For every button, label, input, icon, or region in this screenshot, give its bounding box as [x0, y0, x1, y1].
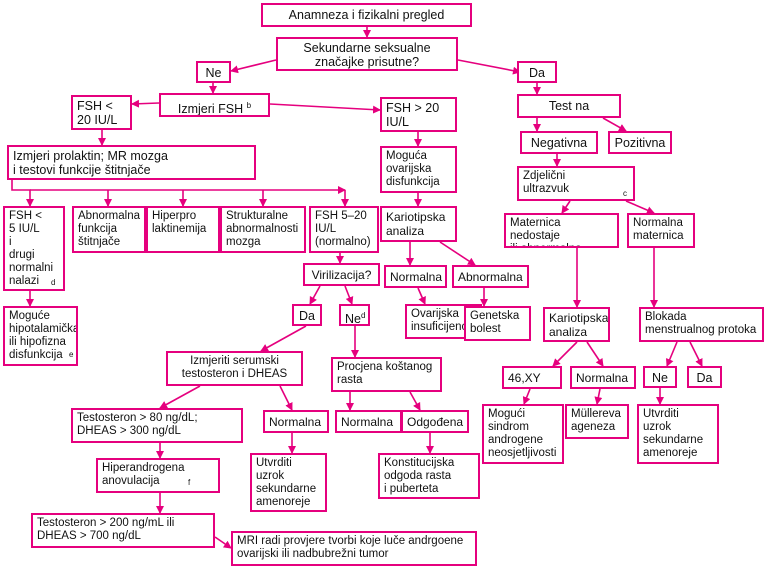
footnote: e — [69, 350, 74, 359]
node-izmjeriti-testosteron: Izmjeriti serumski testosteron i DHEAS — [166, 351, 303, 386]
node-izmjeri-prolaktin: Izmjeri prolaktin; MR mozga i testovi fu… — [7, 145, 256, 180]
node-anamneza: Anamneza i fizikalni pregled — [261, 3, 472, 27]
node-normalna-k2: Normalna — [570, 366, 636, 389]
node-sekundarne-znacajke: Sekundarne seksualne značajke prisutne? — [276, 37, 458, 71]
connector-arrow-48 — [214, 536, 232, 549]
label: Zdjelični ultrazvuk — [523, 170, 570, 195]
node-moguca-hipotalamicka: Moguće hipotalamička ili hipofizna disfu… — [3, 306, 78, 366]
label: Hiperandrogena anovulacija — [102, 462, 185, 487]
node-46xy: 46,XY — [502, 366, 562, 389]
footnote: b — [246, 101, 252, 110]
node-fsh-5-20: FSH 5–20 IU/L (normalno) — [309, 206, 379, 253]
node-mullereva-ageneza: Müllereva ageneza — [565, 404, 629, 439]
label: FSH < 5 IU/L i drugi normalni nalazi — [9, 210, 54, 287]
node-kariotipska-2: Kariotipska analiza — [543, 307, 610, 342]
label: Ne — [345, 312, 361, 326]
node-kariotipska-1: Kariotipska analiza — [380, 206, 457, 242]
footnote: d — [360, 311, 366, 320]
connector-arrow-41 — [522, 388, 531, 405]
connector-arrow-12 — [11, 180, 34, 207]
node-abnormalna-funkcija: Abnormalna funkcija štitnjače — [72, 206, 146, 253]
connector-arrow-35 — [666, 341, 678, 367]
connector-arrow-26 — [344, 285, 354, 305]
node-abnormalna-k1: Abnormalna — [452, 265, 529, 288]
node-pozitivna: Pozitivna — [608, 131, 672, 154]
connector-arrow-10 — [602, 117, 627, 132]
node-normalna-maternica: Normalna maternica — [627, 213, 695, 248]
node-procjena-rasta: Procjena koštanog rasta — [331, 357, 442, 392]
node-strukturalne: Strukturalne abnormalnosti mozga — [220, 206, 306, 253]
node-testosteron-200: Testosteron > 200 ng/mL ili DHEAS > 700 … — [31, 513, 215, 548]
connector-arrow-1 — [230, 59, 277, 74]
footnote: c — [623, 189, 627, 198]
node-mri: MRI radi provjere tvorbi koje luče andrg… — [231, 531, 477, 566]
node-blokada: Blokada menstrualnog protoka — [639, 307, 764, 342]
node-testosteron-80: Testosteron > 80 ng/dL; DHEAS > 300 ng/d… — [71, 408, 243, 443]
node-fsh-gt-20: FSH > 20 IU/L — [380, 97, 457, 132]
node-odgodena: Odgođena — [401, 410, 469, 433]
label: Izmjeri FSH — [177, 102, 244, 117]
node-virilizacija: Virilizacija? — [303, 263, 380, 286]
node-da-1: Da — [517, 61, 557, 83]
node-ne-2: Ned — [339, 304, 370, 326]
connector-arrow-20 — [625, 200, 655, 214]
node-da-2: Da — [292, 304, 322, 326]
footnote: f — [188, 478, 191, 487]
node-test-trudnocu: Test na trudnoću — [517, 94, 621, 118]
node-utvrditi-1: Utvrditi uzrok sekundarne amenoreje — [250, 453, 327, 512]
connector-arrow-25 — [309, 285, 321, 305]
footnote: d — [51, 278, 56, 287]
node-genetska-bolest: Genetska bolest — [464, 306, 531, 341]
node-zdjelicni-ultrazvuk: Zdjelični ultrazvuk c — [517, 166, 635, 201]
node-normalna-p: Normalna — [335, 410, 402, 433]
connector-arrow-34 — [586, 341, 604, 367]
connector-arrow-42 — [594, 388, 603, 405]
connector-arrow-37 — [159, 385, 201, 409]
node-normalna-k1: Normalna — [384, 265, 447, 288]
node-moguci-sindrom: Mogući sindrom androgene neosjetljivosti — [482, 404, 564, 464]
connector-arrow-6 — [269, 103, 381, 114]
node-da-3: Da — [687, 366, 722, 388]
connector-arrow-19 — [561, 200, 571, 214]
node-konstitucijska: Konstitucijska odgoda rasta i puberteta — [378, 453, 480, 499]
node-ne-1: Ne — [196, 61, 231, 83]
node-hiperprolaktinemija: Hiperpro laktinemija — [146, 206, 220, 253]
connector-arrow-38 — [279, 385, 293, 411]
node-ovarijska-disfunkcija: Moguća ovarijska disfunkcija — [380, 146, 457, 193]
connector-arrow-2 — [457, 59, 521, 75]
node-ne-3: Ne — [643, 366, 677, 388]
connector-arrow-5 — [131, 99, 160, 108]
node-izmjeri-fsh: Izmjeri FSH b — [159, 93, 270, 117]
node-negativna: Negativna — [520, 131, 598, 154]
connector-arrow-36 — [689, 341, 703, 367]
connector-arrow-31 — [260, 325, 307, 352]
connector-arrow-27 — [417, 287, 426, 305]
connector-arrow-33 — [552, 341, 578, 367]
node-maternica-nedostaje: Maternica nedostaje ili abnormalna — [504, 213, 619, 248]
connector-arrow-40 — [409, 391, 421, 411]
node-utvrditi-2: Utvrditi uzrok sekundarne amenoreje — [637, 404, 719, 464]
connector-arrow-23 — [439, 241, 476, 266]
node-normalna-t: Normalna — [263, 410, 329, 433]
label: Moguće hipotalamička ili hipofizna disfu… — [9, 310, 78, 361]
node-fsh-lt-20: FSH < 20 IU/L — [71, 95, 132, 130]
